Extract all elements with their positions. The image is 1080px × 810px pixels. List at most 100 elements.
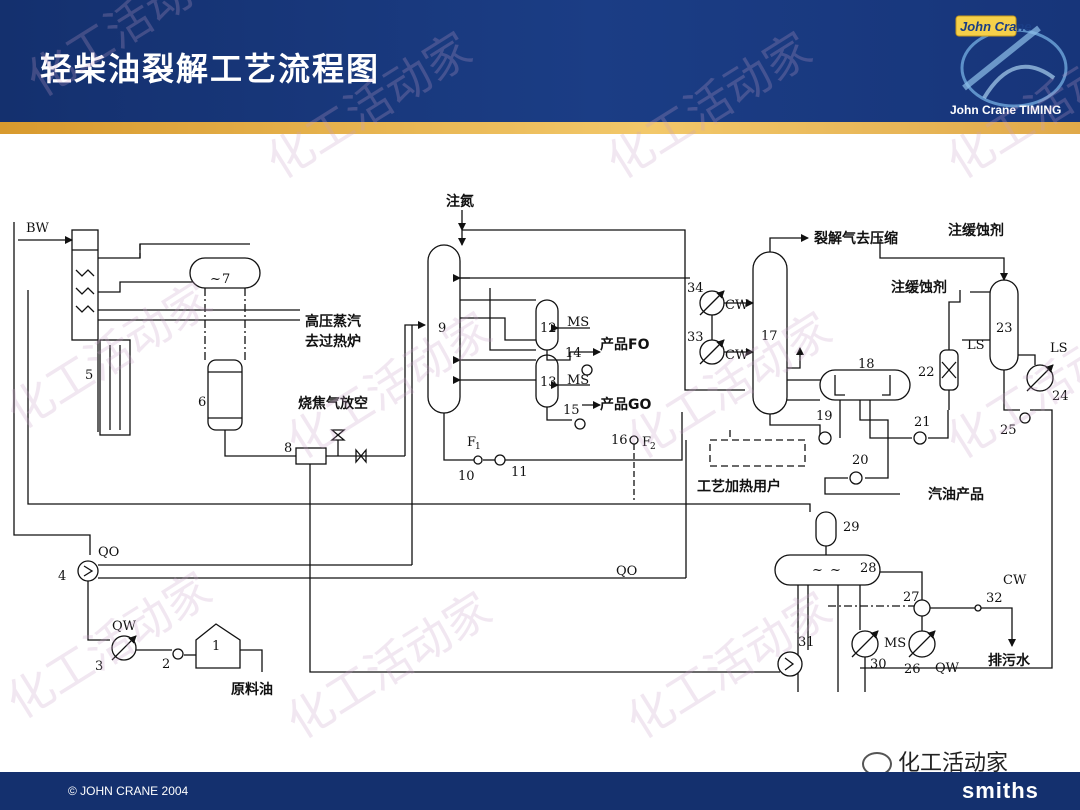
label-inhibitor-2: 注缓蚀剂 [891,279,947,296]
watermark-account: 化工活动家 [862,745,1008,777]
svg-text:化工活动家: 化工活动家 [617,302,841,470]
pump-11 [494,454,506,466]
tag-9: 9 [438,321,446,336]
label-to-furnace: 去过热炉 [305,333,361,350]
tag-16: 16 [611,433,628,448]
label-product-fo: 产品FO [600,336,650,353]
tag-22: 22 [918,365,935,380]
footer-bar [0,772,1080,810]
flow-16 [629,435,639,445]
separator-6 [207,359,243,431]
tag-27: 27 [903,590,920,605]
label-gasoline: 汽油产品 [928,486,984,503]
flow-10 [473,455,483,465]
pump-25 [1019,412,1031,424]
watermark: 化工活动家 [17,0,241,107]
label-f2: F [642,435,651,450]
tag-15: 15 [563,403,580,418]
furnace-5 [71,229,131,436]
tag-4: 4 [58,569,66,584]
tag-13: 13 [540,375,557,390]
label-qw-3: QW [112,619,137,634]
label-ms-30: MS [884,636,906,651]
tag-10: 10 [458,469,475,484]
svg-text:化工活动家: 化工活动家 [277,582,501,750]
brand-logo: smiths [962,778,1039,803]
feed-tank-1 [195,623,241,669]
logo-subtitle: John Crane TIMING [950,103,1062,117]
label-ms-12: MS [567,315,589,330]
separator-18 [819,369,911,401]
label-feed: 原料油 [231,681,273,698]
point-32 [974,604,982,612]
tag-26: 26 [904,662,921,677]
vessel-29 [815,511,837,547]
label-nitrogen: 注氮 [446,193,474,210]
tag-17: 17 [761,329,778,344]
pump-19 [818,431,832,445]
pump-15 [574,418,586,430]
exchanger-4 [77,560,99,582]
exchanger-31 [777,651,803,677]
drum-28 [774,554,881,586]
tag-11: 11 [511,465,528,480]
pump-20 [849,471,863,485]
header-stripe [0,122,1080,134]
label-ms-13: MS [567,373,589,388]
tag-8: 8 [284,441,292,456]
tag-20: 20 [852,453,869,468]
svg-text:~: ~ [812,563,823,578]
label-qo-1: QO [98,545,119,560]
tag-21: 21 [914,415,931,430]
pump-2 [172,648,184,660]
tag-25: 25 [1000,423,1017,438]
tag-32: 32 [986,591,1003,606]
svg-text:化工活动家: 化工活动家 [257,22,481,190]
svg-text:化工活动家: 化工活动家 [597,22,821,190]
pump-14 [581,364,593,376]
tag-33: 33 [687,330,704,345]
tag-29: 29 [843,520,860,535]
tag-18: 18 [858,357,875,372]
header-bar [0,0,1080,122]
svg-text:2: 2 [650,442,656,452]
label-cw-34: CW [725,298,749,313]
john-crane-logo: John Crane [955,15,1068,108]
tag-30: 30 [870,657,887,672]
label-wastewater: 排污水 [988,652,1031,669]
logo-text: John Crane [960,19,1032,34]
label-cw-33: CW [725,348,749,363]
label-qo-2: QO [616,564,637,579]
tag-23: 23 [996,321,1013,336]
pump-21 [913,431,927,445]
tag-2: 2 [162,657,170,672]
label-inhibitor-1: 注缓蚀剂 [948,222,1004,239]
label-decoke: 烧焦气放空 [298,395,368,412]
label-process-heat: 工艺加热用户 [697,478,781,495]
label-qw-26: QW [935,661,960,676]
svg-text:化工活动家: 化工活动家 [617,582,841,750]
copyright: © JOHN CRANE 2004 [68,784,189,798]
svg-text:化工活动家: 化工活动家 [0,562,221,730]
tag-12: 12 [540,321,557,336]
label-hp-steam: 高压蒸汽 [305,313,361,330]
page-title: 轻柴油裂解工艺流程图 [40,50,381,88]
tag-7n: 7 [222,272,230,287]
label-cw-32: CW [1003,573,1027,588]
tag-31: 31 [798,635,815,650]
steam-drum-7 [189,257,261,289]
tag-34: 34 [687,281,704,296]
svg-text:1: 1 [475,442,481,452]
tag-7: ~ [210,272,221,287]
svg-text:化工活动家: 化工活动家 [937,22,1080,190]
tag-3: 3 [95,659,103,674]
tag-28: 28 [860,561,877,576]
svg-text:~: ~ [830,563,841,578]
tag-24: 24 [1052,389,1069,404]
tag-19: 19 [816,409,833,424]
label-ls-right: LS [1050,341,1068,356]
label-f1: F [467,435,476,450]
tag-5: 5 [85,368,93,383]
label-ls-left: LS [967,338,985,353]
